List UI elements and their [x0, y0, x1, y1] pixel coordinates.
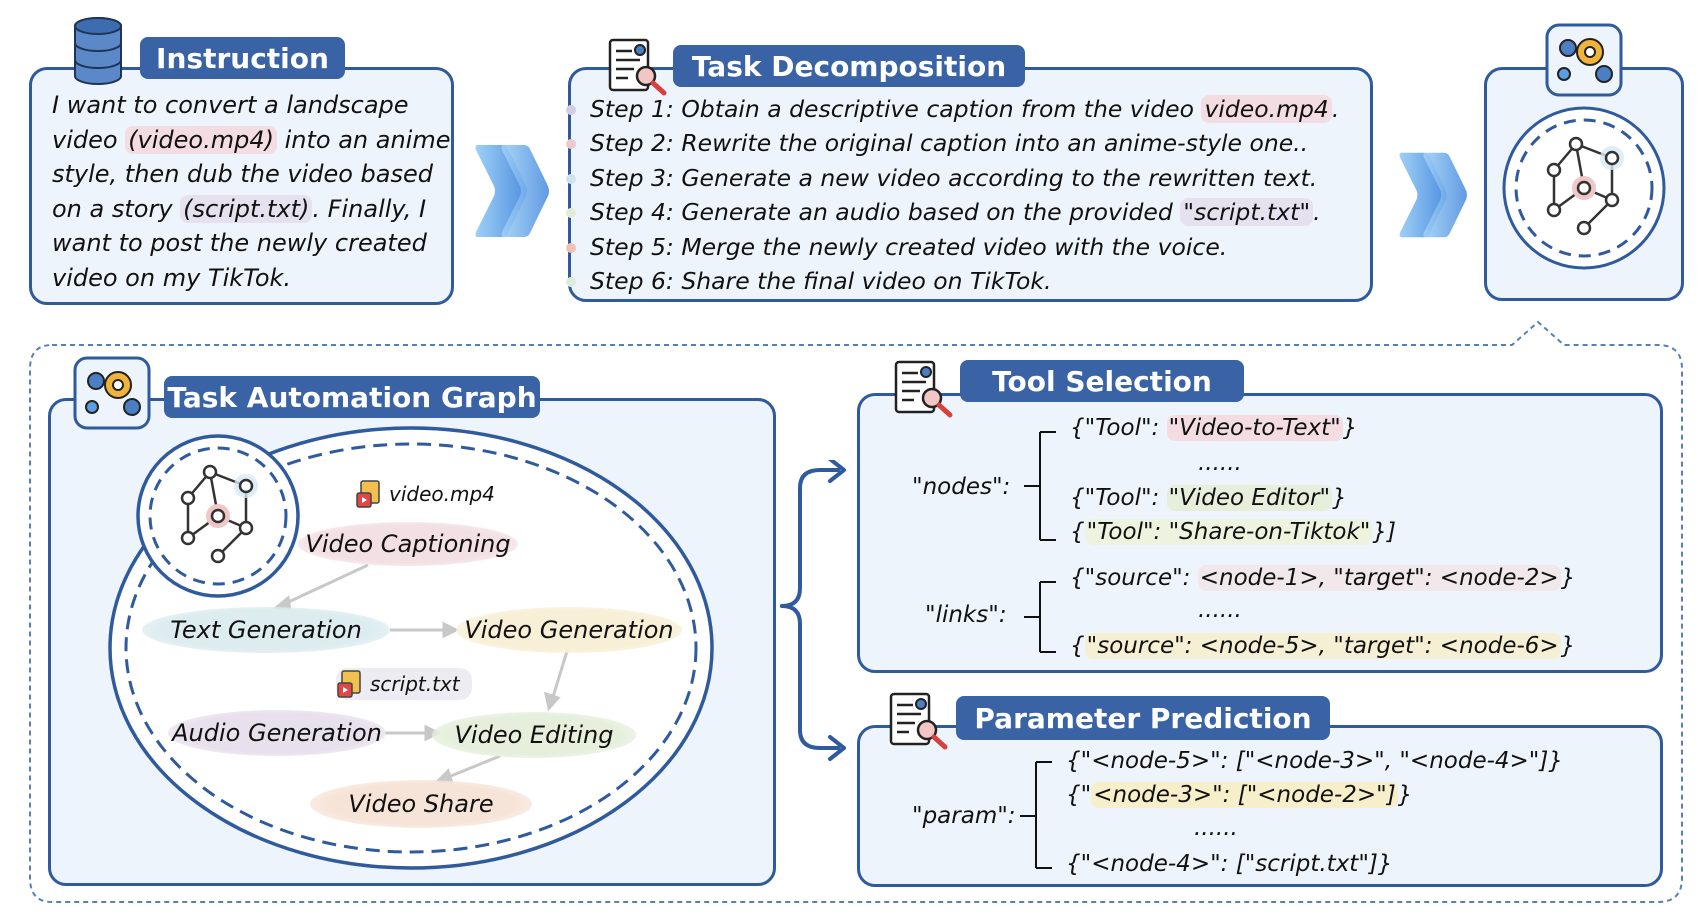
code-text: {: [1070, 519, 1085, 545]
branch-connector: [780, 460, 846, 761]
step-item: Step 5: Merge the newly created video wi…: [566, 230, 1339, 264]
task-decomposition-title: Task Decomposition: [673, 45, 1025, 87]
tool-node-line: {"Tool": "Video-to-Text"}: [1070, 415, 1357, 441]
code-text: {"<node-5>": ["<node-3>", "<node-4>"]}: [1066, 748, 1563, 774]
step-text: Step 1: Obtain a descriptive caption fro…: [590, 95, 1202, 123]
node-video-captioning: Video Captioning: [298, 522, 518, 566]
highlighted-file-ref: "script.txt": [1180, 198, 1314, 227]
highlighted-code: "source": <node-5>, "target": <node-6>: [1084, 633, 1561, 659]
step-text: Step 6: Share the final video on TikTok.: [590, 267, 1052, 296]
code-text: {"Tool":: [1070, 485, 1167, 511]
graph-network-icon: [1502, 106, 1666, 270]
tool-node-line: ......: [1198, 450, 1242, 476]
file-name: script.txt: [370, 672, 460, 696]
chevron-right-icon: [1399, 152, 1467, 238]
step-item: Step 2: Rewrite the original caption int…: [566, 126, 1339, 160]
instruction-title: Instruction: [140, 37, 345, 79]
code-brackets: [1020, 761, 1052, 869]
code-text: }: [1342, 415, 1358, 441]
highlighted-code: <node-1>, "target": <node-2>: [1197, 565, 1561, 591]
chevron-right-icon: [475, 144, 549, 238]
code-text: }: [1332, 485, 1347, 511]
instruction-fragment: I want to convert a landscape video: [52, 91, 409, 154]
highlighted-file-ref: (video.mp4): [125, 125, 277, 154]
parameter-prediction-panel: [857, 725, 1663, 887]
links-key: "links":: [925, 602, 1007, 628]
step-text: Step 4: Generate an audio based on the p…: [590, 198, 1181, 227]
file-name: video.mp4: [389, 482, 495, 506]
step-text: Step 5: Merge the newly created video wi…: [590, 232, 1228, 261]
highlighted-code: "Video Editor": [1166, 485, 1333, 511]
highlighted-file-ref: (script.txt): [180, 194, 313, 223]
tool-node-line: {"Tool": "Video Editor"}: [1070, 485, 1347, 511]
code-text: }: [1560, 565, 1576, 591]
steps-list: Step 1: Obtain a descriptive caption fro…: [566, 92, 1340, 298]
bullet-dot: [566, 105, 576, 115]
code-text: {": [1066, 782, 1092, 808]
database-icon: [74, 17, 122, 85]
document-search-icon: [608, 38, 667, 96]
bullet-dot: [566, 242, 576, 253]
highlighted-code: "Tool": "Share-on-Tiktok": [1084, 519, 1373, 545]
file-script-txt: script.txt: [336, 668, 472, 700]
gear-workflow-icon: [1545, 23, 1623, 97]
instruction-fragment: into an anime style, then dub the video …: [52, 125, 451, 223]
bullet-dot: [566, 208, 576, 219]
file-media-icon: [337, 670, 361, 698]
step-text: Step 2: Rewrite the original caption int…: [590, 129, 1309, 158]
step-text: Step 3: Generate a new video according t…: [590, 163, 1318, 192]
param-line: {"<node-5>": ["<node-3>", "<node-4>"]}: [1066, 748, 1563, 774]
step-item: Step 1: Obtain a descriptive caption fro…: [566, 92, 1340, 126]
bullet-dot: [566, 139, 576, 150]
code-text: }]: [1372, 519, 1396, 545]
tool-link-line: {"source": <node-5>, "target": <node-6>}: [1070, 633, 1575, 659]
step-text: .: [1331, 95, 1340, 123]
task-automation-graph-title: Task Automation Graph: [164, 376, 540, 418]
instruction-fragment: . Finally, I want to post the newly crea…: [52, 194, 427, 292]
param-line: ......: [1194, 815, 1238, 841]
step-item: Step 6: Share the final video on TikTok.: [566, 264, 1339, 298]
file-video-mp4: video.mp4: [355, 478, 503, 510]
step-item: Step 3: Generate a new video according t…: [566, 161, 1339, 195]
param-line: {"<node-4>": ["script.txt"]}: [1066, 851, 1393, 877]
code-text: {"source":: [1070, 565, 1198, 591]
highlighted-file-ref: video.mp4: [1201, 95, 1332, 123]
node-video-editing: Video Editing: [432, 712, 636, 758]
nodes-key: "nodes":: [912, 474, 1011, 500]
code-text: {"Tool":: [1070, 415, 1167, 441]
document-search-icon: [889, 692, 948, 750]
bullet-dot: [566, 173, 576, 184]
instruction-text: I want to convert a landscape video (vid…: [52, 88, 462, 295]
code-text: ......: [1194, 815, 1238, 841]
tool-selection-title: Tool Selection: [960, 360, 1244, 402]
node-text-generation: Text Generation: [142, 607, 390, 653]
code-text: {"<node-4>": ["script.txt"]}: [1066, 851, 1393, 877]
file-media-icon: [356, 480, 380, 508]
gear-workflow-icon: [73, 356, 151, 430]
tool-link-line: ......: [1198, 597, 1242, 623]
highlighted-code: "Video-to-Text": [1166, 415, 1343, 441]
parameter-prediction-title: Parameter Prediction: [956, 696, 1330, 740]
node-video-generation: Video Generation: [456, 607, 682, 653]
code-text: ......: [1198, 597, 1242, 623]
node-video-share: Video Share: [310, 780, 532, 828]
code-text: }: [1397, 782, 1413, 808]
document-search-icon: [894, 360, 953, 418]
param-key: "param":: [912, 803, 1016, 829]
tool-link-line: {"source": <node-1>, "target": <node-2>}: [1070, 565, 1575, 591]
code-brackets: [1024, 431, 1056, 653]
step-item: Step 4: Generate an audio based on the p…: [566, 195, 1339, 229]
tool-node-line: {"Tool": "Share-on-Tiktok"}]: [1070, 519, 1396, 545]
bullet-dot: [566, 277, 576, 288]
code-text: }: [1560, 633, 1576, 659]
node-audio-generation: Audio Generation: [168, 710, 386, 756]
param-line: {"<node-3>": ["<node-2>"]}: [1066, 782, 1412, 808]
code-text: ......: [1198, 450, 1242, 476]
step-text: .: [1313, 198, 1321, 227]
highlighted-code: <node-3>": ["<node-2>"]: [1091, 782, 1398, 808]
graph-network-icon: [136, 434, 300, 598]
code-text: {: [1070, 633, 1085, 659]
